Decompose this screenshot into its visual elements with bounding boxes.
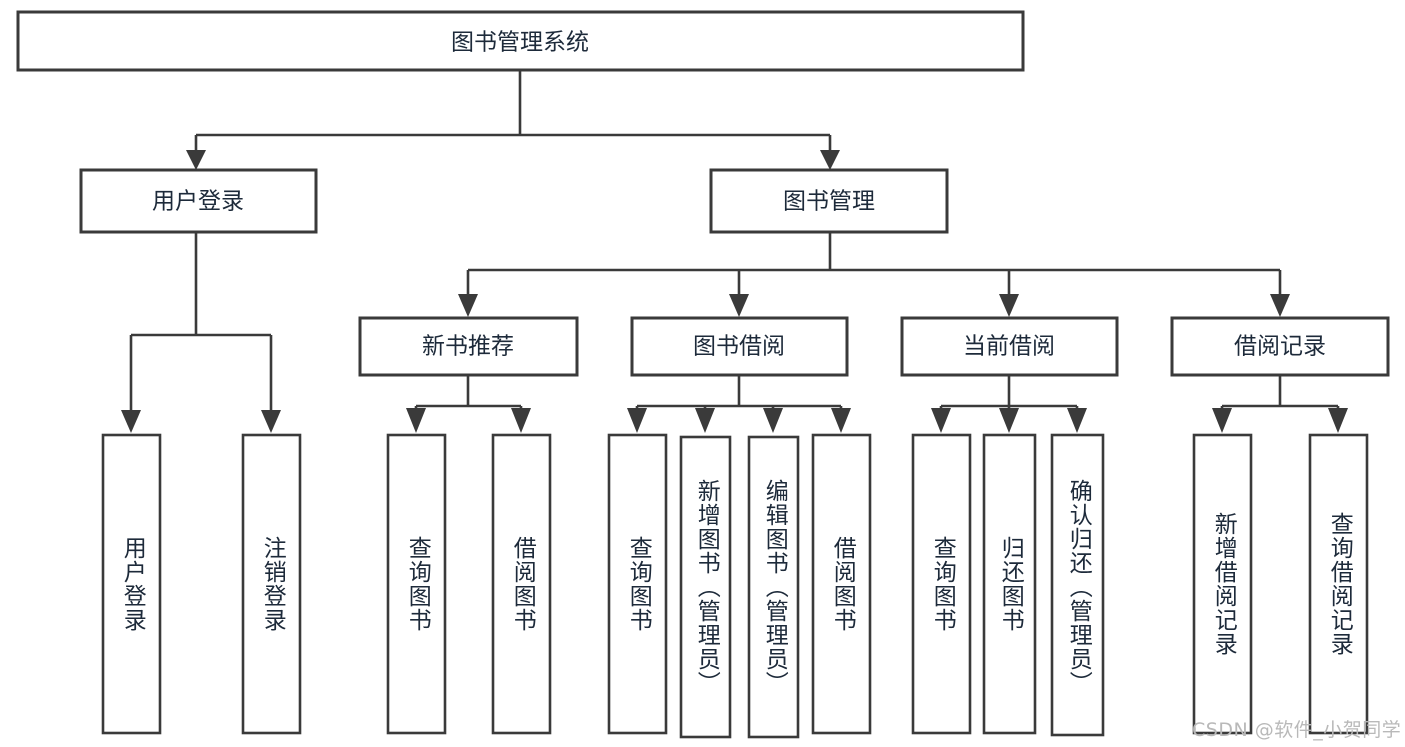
arrow-to-leaf-borrow-book-2 (831, 408, 851, 433)
node-root[interactable]: 图书管理系统 (16, 10, 1025, 72)
arrow-to-leaf-query-book-3 (931, 408, 951, 433)
leaf-box-layer (101, 433, 1369, 739)
arrow-to-leaf-query-book-1 (406, 408, 426, 433)
arrow-to-leaf-add-record (1212, 408, 1232, 433)
arrow-to-leaf-edit-book (763, 408, 783, 433)
node-book-manage-box[interactable] (709, 168, 949, 234)
connector-layer (121, 70, 1348, 433)
arrow-to-current-borrow (999, 294, 1019, 317)
node-book-manage[interactable]: 图书管理 (709, 168, 949, 234)
node-current-borrow[interactable]: 当前借阅 (900, 316, 1119, 377)
leaf-add-record-box[interactable] (1192, 433, 1253, 735)
arrow-to-leaf-query-record (1328, 408, 1348, 433)
arrow-to-leaf-confirm-return (1067, 408, 1087, 433)
node-current-borrow-box[interactable] (900, 316, 1119, 377)
leaf-user-logout-box[interactable] (241, 433, 302, 735)
arrow-to-leaf-return-book (999, 408, 1019, 433)
leaf-borrow-book-1-box[interactable] (491, 433, 552, 735)
node-book-borrow-label: 图书借阅 (693, 334, 785, 360)
leaf-borrow-book-2-box[interactable] (811, 433, 872, 735)
node-book-borrow-box[interactable] (630, 316, 849, 377)
node-new-book-recommend[interactable]: 新书推荐 (358, 316, 579, 377)
node-root-label: 图书管理系统 (451, 30, 589, 56)
leaf-user-login-box[interactable] (101, 433, 162, 735)
leaf-edit-book-box[interactable] (747, 435, 800, 739)
leaf-query-book-2-box[interactable] (607, 433, 668, 735)
csdn-watermark: CSDN @软件_小贺同学 (1192, 719, 1402, 741)
node-book-manage-label: 图书管理 (783, 189, 875, 215)
node-borrow-record-label: 借阅记录 (1234, 334, 1326, 360)
leaf-return-book-box[interactable] (982, 433, 1037, 735)
leaf-confirm-return-box[interactable] (1050, 433, 1105, 737)
leaf-add-book-box[interactable] (679, 435, 732, 739)
node-user-login-label: 用户登录 (152, 189, 244, 215)
node-book-borrow[interactable]: 图书借阅 (630, 316, 849, 377)
leaf-query-book-1-box[interactable] (386, 433, 447, 735)
arrow-to-new-book-recommend (458, 294, 478, 317)
arrow-to-leaf-query-book-2 (627, 408, 647, 433)
node-current-borrow-label: 当前借阅 (963, 334, 1055, 360)
leaf-query-book-3-box[interactable] (911, 433, 972, 735)
node-borrow-record-box[interactable] (1170, 316, 1390, 377)
arrow-to-book-borrow (729, 294, 749, 317)
arrow-to-leaf-add-book (695, 408, 715, 433)
node-new-book-recommend-box[interactable] (358, 316, 579, 377)
arrow-to-leaf-user-login (121, 410, 141, 433)
arrow-to-user-login (186, 150, 206, 170)
node-user-login-box[interactable] (79, 168, 318, 234)
arrow-to-leaf-user-logout (261, 410, 281, 433)
node-new-book-recommend-label: 新书推荐 (422, 334, 514, 360)
arrow-to-borrow-record (1270, 294, 1290, 317)
leaf-query-record-box[interactable] (1308, 433, 1369, 735)
node-root-box[interactable] (16, 10, 1025, 72)
arrow-to-book-manage (820, 150, 840, 170)
node-borrow-record[interactable]: 借阅记录 (1170, 316, 1390, 377)
arrow-to-leaf-borrow-book-1 (511, 408, 531, 433)
node-user-login[interactable]: 用户登录 (79, 168, 318, 234)
